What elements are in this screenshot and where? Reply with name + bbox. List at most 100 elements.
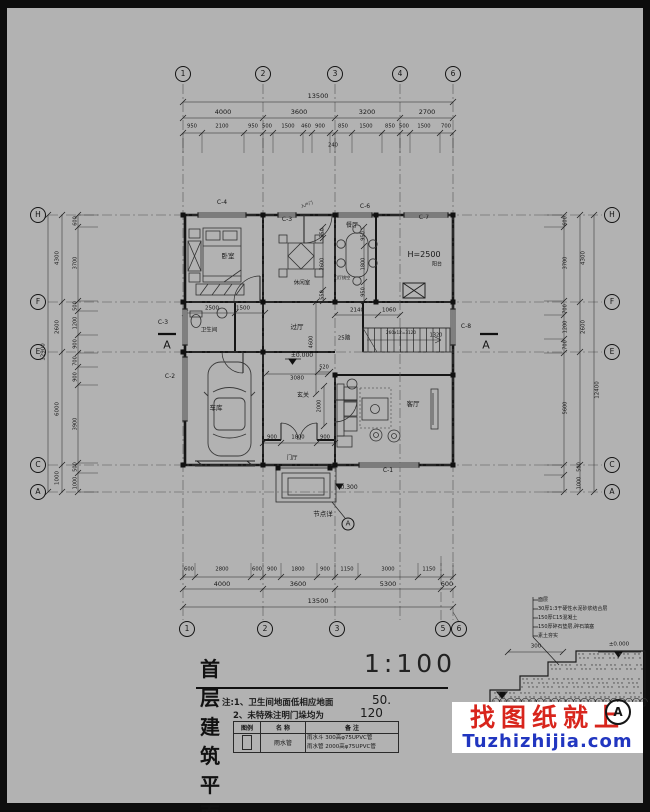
axis-bubble: 2 bbox=[255, 66, 271, 82]
legend-header-symbol: 图例 bbox=[233, 721, 261, 734]
axis-bubble: E bbox=[30, 344, 46, 360]
axis-bubble: F bbox=[604, 294, 620, 310]
dim-label: 2140 bbox=[350, 307, 364, 314]
room-label: 玄关 bbox=[296, 392, 310, 399]
dim-label: 4300 bbox=[580, 251, 587, 265]
axis-bubble: A bbox=[30, 484, 46, 500]
dim-label: 900 bbox=[267, 566, 277, 573]
detail-note-line: 150厚C15混凝土 bbox=[538, 615, 578, 621]
axis-bubble: 6 bbox=[445, 66, 461, 82]
dim-label: 850 bbox=[385, 123, 395, 130]
dim-label: 700 bbox=[562, 340, 569, 350]
dim-label: 3700 bbox=[72, 256, 79, 270]
note-2: 2、未特殊注明门垛均为 bbox=[233, 711, 324, 721]
dim-label: 1800 bbox=[360, 257, 367, 271]
legend-remark-2: 雨水管 2000高φ75UPVC管 bbox=[307, 743, 376, 750]
win-label: C-6 bbox=[359, 203, 371, 210]
legend-header-remark: 备 注 bbox=[305, 721, 399, 734]
dim-label: 3900 bbox=[72, 417, 79, 431]
dim-label: 1500 bbox=[417, 123, 431, 130]
note-2-value: 120 bbox=[360, 706, 383, 720]
dim-label: 550 bbox=[319, 290, 326, 300]
dim-label: 950 bbox=[360, 231, 367, 241]
dim-label: 700 bbox=[562, 304, 569, 314]
sheet-frame-right bbox=[643, 0, 650, 812]
dim-label: 13500 bbox=[307, 596, 329, 605]
room-label: 门厅 bbox=[286, 455, 298, 462]
dim-label: 900 bbox=[320, 434, 330, 441]
dim-label: 900 bbox=[320, 566, 330, 573]
sec-label: A bbox=[163, 338, 171, 352]
sheet-frame-bottom bbox=[0, 803, 650, 812]
dim-label: 6000 bbox=[54, 402, 61, 416]
room-label: 过厅 bbox=[290, 322, 304, 331]
dim-label: 1800 bbox=[291, 434, 305, 441]
axis-bubble: 3 bbox=[329, 621, 345, 637]
dim-label: 3600 bbox=[290, 107, 308, 116]
dim-label: 3200 bbox=[358, 107, 376, 116]
dim-label: 1500 bbox=[281, 123, 295, 130]
dim-label: 900 bbox=[315, 123, 325, 130]
detail-note-line: 素土夯实 bbox=[538, 633, 559, 639]
axis-bubble: 2 bbox=[257, 621, 273, 637]
drawing-scale: 1:100 bbox=[364, 649, 457, 678]
dim-label: 3000 bbox=[381, 566, 395, 573]
dim-label: 900 bbox=[72, 339, 79, 349]
lvl-label: -0.300 bbox=[338, 484, 358, 491]
dim-label: 500 bbox=[399, 123, 409, 130]
pipe-symbol-icon bbox=[242, 735, 252, 751]
dim-label: 700 bbox=[72, 356, 79, 366]
legend-symbol-cell bbox=[233, 733, 261, 753]
axis-bubble: E bbox=[604, 344, 620, 360]
dim-label: 2800 bbox=[215, 566, 229, 573]
room-label: 餐厅 bbox=[345, 222, 359, 229]
win-label: C-2 bbox=[164, 373, 176, 380]
dim-label: 550 bbox=[319, 228, 326, 238]
ann-label: 25踏 bbox=[337, 335, 351, 342]
page-title: 首层建筑平面图 bbox=[200, 657, 223, 812]
dim-label: 260x12=3120 bbox=[386, 329, 416, 335]
room-label: 卧室 bbox=[221, 251, 235, 260]
detail-note-line: 30厚1:3干硬性水泥砂浆结合层 bbox=[538, 606, 608, 612]
win-label: C-7 bbox=[418, 214, 430, 221]
win-label: C-3 bbox=[157, 319, 169, 326]
ann-label: H=2500 bbox=[407, 250, 441, 259]
legend-remark-cell: 雨水斗 300高φ75UPVC管 雨水管 2000高φ75UPVC管 bbox=[305, 733, 399, 753]
axis-bubble: 1 bbox=[175, 66, 191, 82]
axis-bubble: C bbox=[604, 457, 620, 473]
dim-label: 1200 bbox=[72, 316, 79, 330]
sec-label: A bbox=[482, 338, 490, 352]
dim-label: 5600 bbox=[562, 401, 569, 415]
dim-label: 1000 bbox=[576, 476, 583, 490]
dim-label: 1200 bbox=[562, 320, 569, 334]
axis-bubble: F bbox=[30, 294, 46, 310]
node-bubble: A bbox=[341, 517, 355, 531]
dim-label: 600 bbox=[252, 566, 262, 573]
axis-bubble: 6 bbox=[451, 621, 467, 637]
note-1: 注:1、卫生间地面低相应地面 bbox=[222, 698, 334, 708]
dim-label: 1000 bbox=[72, 476, 79, 490]
title-underline bbox=[196, 687, 448, 689]
dim-label: 900 bbox=[72, 372, 79, 382]
dim-label: 2500 bbox=[205, 305, 219, 312]
win-label: C-8 bbox=[460, 323, 472, 330]
axis-bubble: 5 bbox=[435, 621, 451, 637]
lvl-label: ±0.000 bbox=[290, 352, 314, 359]
axis-bubble: A bbox=[604, 484, 620, 500]
dim-label: 4300 bbox=[54, 251, 61, 265]
dim-label: 600 bbox=[72, 216, 79, 226]
dim-label: 3080 bbox=[290, 375, 304, 382]
axis-bubble: H bbox=[30, 207, 46, 223]
dim-label: 2600 bbox=[580, 320, 587, 334]
dim-label: 300 bbox=[530, 643, 542, 650]
detail-note-line: 面层 bbox=[538, 597, 549, 603]
sheet-frame-left bbox=[0, 0, 7, 812]
dim-label: 900 bbox=[267, 434, 277, 441]
dim-label: 1000 bbox=[54, 471, 61, 485]
dim-label: 2000 bbox=[316, 399, 323, 413]
ann-label: 入户门 bbox=[300, 199, 314, 209]
dim-label: 1320 bbox=[429, 332, 443, 339]
